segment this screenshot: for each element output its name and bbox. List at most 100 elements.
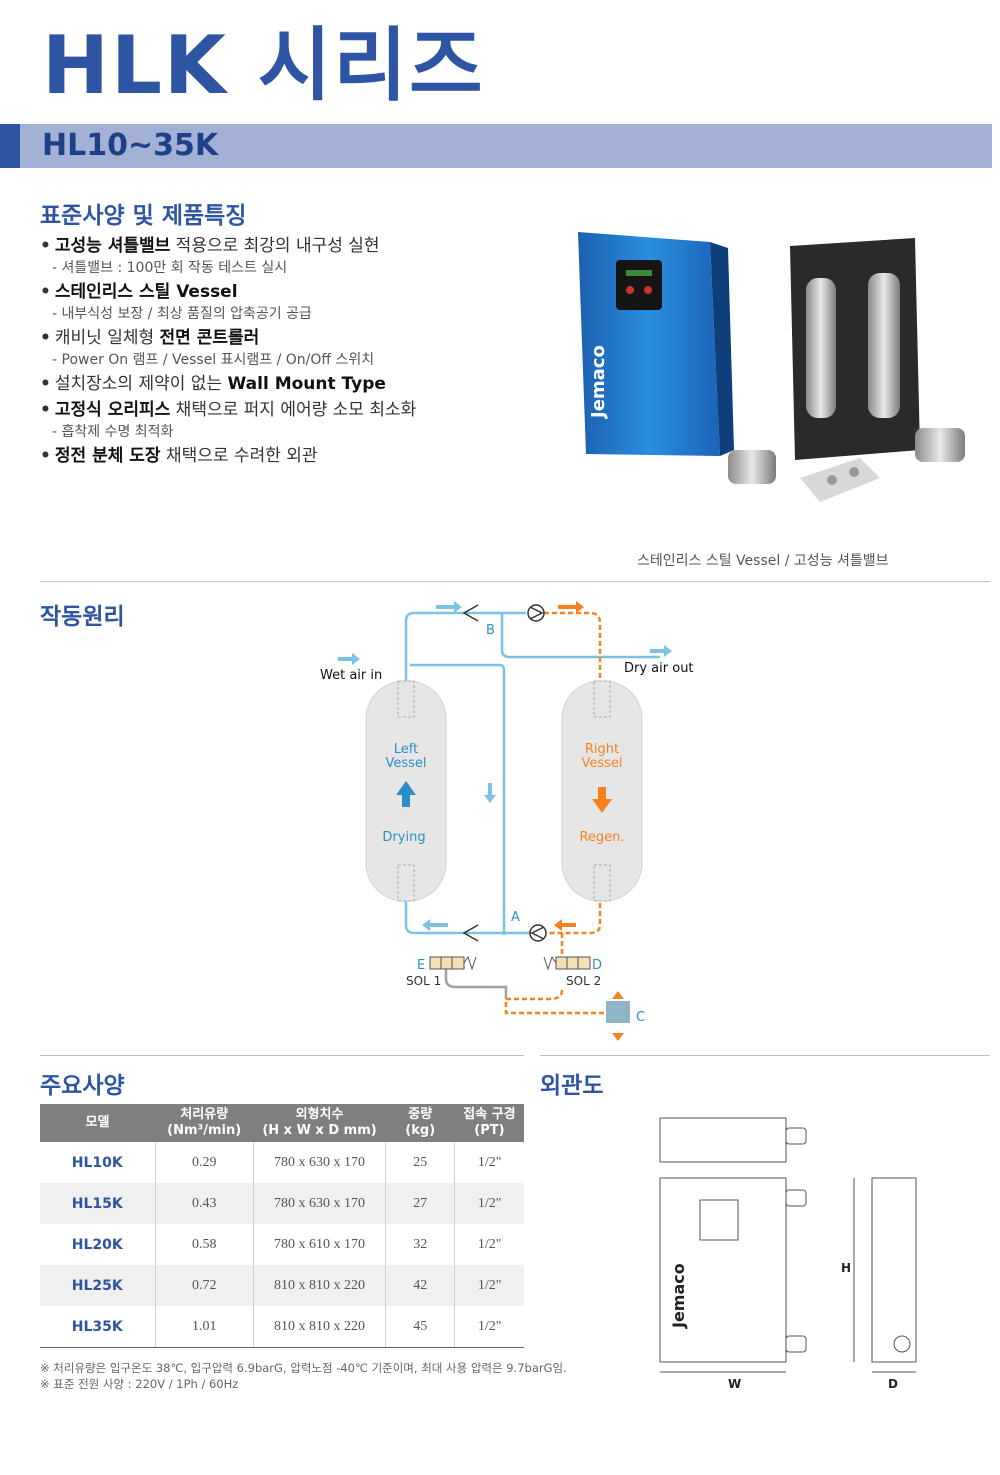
value-cell: 32 — [385, 1224, 456, 1265]
bullet-icon: • — [40, 282, 51, 302]
sol2-valve-icon — [543, 955, 591, 971]
note-line: ※ 표준 전원 사양 : 220V / 1Ph / 60Hz — [40, 1377, 239, 1391]
column-header: 접속 구경(PT) — [454, 1104, 524, 1142]
left-vessel-label-2: Vessel — [385, 756, 426, 771]
model-cell: HL20K — [40, 1224, 156, 1265]
dry-air-out-label: Dry air out — [624, 661, 694, 676]
width-label: W — [728, 1377, 741, 1391]
operating-diagram: Wet air in Dry air out Left Vessel Dryin… — [320, 601, 694, 1041]
feature-item: •고성능 셔틀밸브 적용으로 최강의 내구성 실현 — [40, 234, 560, 258]
feature-item: •스테인리스 스틸 Vessel — [40, 280, 560, 304]
feature-detail: - 셔틀밸브 : 100만 회 작동 테스트 실시 — [52, 260, 288, 276]
feature-highlight: 고정식 오리피스 — [54, 400, 171, 420]
point-b-label: B — [486, 623, 495, 638]
feature-text: 채택으로 수려한 외관 — [160, 446, 318, 466]
outline-drawing: Jemaco W H D — [659, 1117, 917, 1391]
model-cell: HL10K — [40, 1142, 156, 1183]
top-view — [659, 1117, 787, 1163]
column-header: 외형치수(H x W x D mm) — [253, 1104, 386, 1142]
silencer-c — [606, 1001, 630, 1023]
vessel-left — [806, 278, 836, 418]
point-a-label: A — [511, 910, 520, 925]
sol1-label: SOL 1 — [406, 974, 441, 988]
spec-section-title: 주요사양 — [40, 1073, 125, 1099]
value-cell: 1/2" — [477, 1154, 502, 1170]
model-cell: HL15K — [40, 1183, 156, 1224]
value-cell: 0.29 — [155, 1142, 254, 1183]
model-range-band: HL10~35K — [0, 124, 992, 168]
value-cell: 42 — [385, 1265, 456, 1306]
value-cell: 25 — [385, 1142, 456, 1183]
feature-detail: - 내부식성 보장 / 최상 품질의 압축공기 공급 — [52, 306, 312, 322]
value-cell: 45 — [385, 1306, 456, 1348]
feature-list: •고성능 셔틀밸브 적용으로 최강의 내구성 실현 - 셔틀밸브 : 100만 회… — [40, 232, 560, 468]
standard-section-title: 표준사양 및 제품특징 — [40, 203, 247, 229]
value-cell: 1/2" — [454, 1306, 524, 1348]
left-mode-label: Drying — [382, 830, 425, 845]
down-arrow-icon — [592, 787, 612, 813]
value-cell: 27 — [385, 1183, 456, 1224]
page-title: HLK 시리즈 — [42, 19, 485, 112]
feature-text: 채택으로 퍼지 에어량 소모 최소화 — [170, 400, 417, 420]
value-cell: 780 x 630 x 170 — [253, 1183, 387, 1224]
shuttle-valve-b — [527, 604, 545, 622]
divider — [40, 581, 990, 582]
bullet-icon: • — [40, 236, 51, 256]
wet-air-in-label: Wet air in — [320, 668, 382, 683]
cabinet-brand: Jemaco — [588, 345, 609, 420]
spec-notes: ※ 처리유량은 입구온도 38℃, 입구압력 6.9barG, 압력노점 -40… — [40, 1360, 567, 1392]
principle-section-title: 작동원리 — [40, 604, 125, 630]
photo-caption: 스테인리스 스틸 Vessel / 고성능 셔틀밸브 — [637, 553, 889, 569]
feature-text: 캐비닛 일체형 — [54, 328, 160, 348]
value-cell: 780 x 630 x 170 — [253, 1142, 387, 1183]
outline-section-title: 외관도 — [540, 1073, 604, 1099]
value-cell: 1/2" — [454, 1265, 524, 1306]
front-controller — [616, 260, 662, 310]
value-cell: 0.58 — [155, 1224, 254, 1265]
vessel-right — [868, 273, 900, 418]
shuttle-valve — [800, 458, 880, 502]
value-cell: 1/2" — [454, 1183, 524, 1224]
right-vessel-label-2: Vessel — [581, 756, 622, 771]
sol2-label: SOL 2 — [566, 974, 601, 988]
feature-detail: - Power On 램프 / Vessel 표시램프 / On/Off 스위치 — [52, 352, 375, 368]
feature-item: •설치장소의 제약이 없는 Wall Mount Type — [40, 372, 560, 396]
right-mode-label: Regen. — [579, 830, 624, 845]
column-header: 중량(kg) — [385, 1104, 455, 1142]
value-cell: 810 x 810 x 220 — [253, 1265, 387, 1306]
column-header: 처리유량(Nm³/min) — [155, 1104, 254, 1142]
filter-icon — [728, 450, 776, 484]
model-range-label: HL10~35K — [42, 128, 219, 163]
value-cell: 0.43 — [155, 1183, 254, 1224]
divider — [40, 1055, 524, 1056]
point-c-label: C — [636, 1010, 645, 1025]
bullet-icon: • — [40, 374, 51, 394]
feature-highlight: 스테인리스 스틸 Vessel — [54, 282, 238, 302]
bullet-icon: • — [40, 400, 51, 420]
value-cell: 780 x 610 x 170 — [253, 1224, 387, 1265]
depth-label: D — [888, 1377, 898, 1391]
left-vessel-label-1: Left — [394, 742, 418, 757]
note-line: ※ 처리유량은 입구온도 38℃, 입구압력 6.9barG, 압력노점 -40… — [40, 1361, 567, 1375]
value-cell: 0.72 — [155, 1265, 254, 1306]
side-view — [871, 1177, 917, 1363]
model-cell: HL25K — [40, 1265, 156, 1306]
bullet-icon: • — [40, 328, 51, 348]
feature-item: •캐비닛 일체형 전면 콘트롤러 — [40, 326, 560, 350]
feature-text: 적용으로 최강의 내구성 실현 — [170, 236, 380, 256]
shuttle-valve-a — [529, 924, 547, 942]
up-arrow-icon — [396, 781, 416, 807]
feature-item: •고정식 오리피스 채택으로 퍼지 에어량 소모 최소화 — [40, 398, 560, 422]
value-cell: 810 x 810 x 220 — [253, 1306, 387, 1348]
feature-detail: - 흡착제 수명 최적화 — [52, 424, 174, 440]
front-view — [659, 1177, 787, 1363]
feature-highlight: 전면 콘트롤러 — [159, 328, 260, 348]
value-cell: 1/2" — [477, 1236, 502, 1252]
sol1-valve-icon — [429, 955, 477, 971]
